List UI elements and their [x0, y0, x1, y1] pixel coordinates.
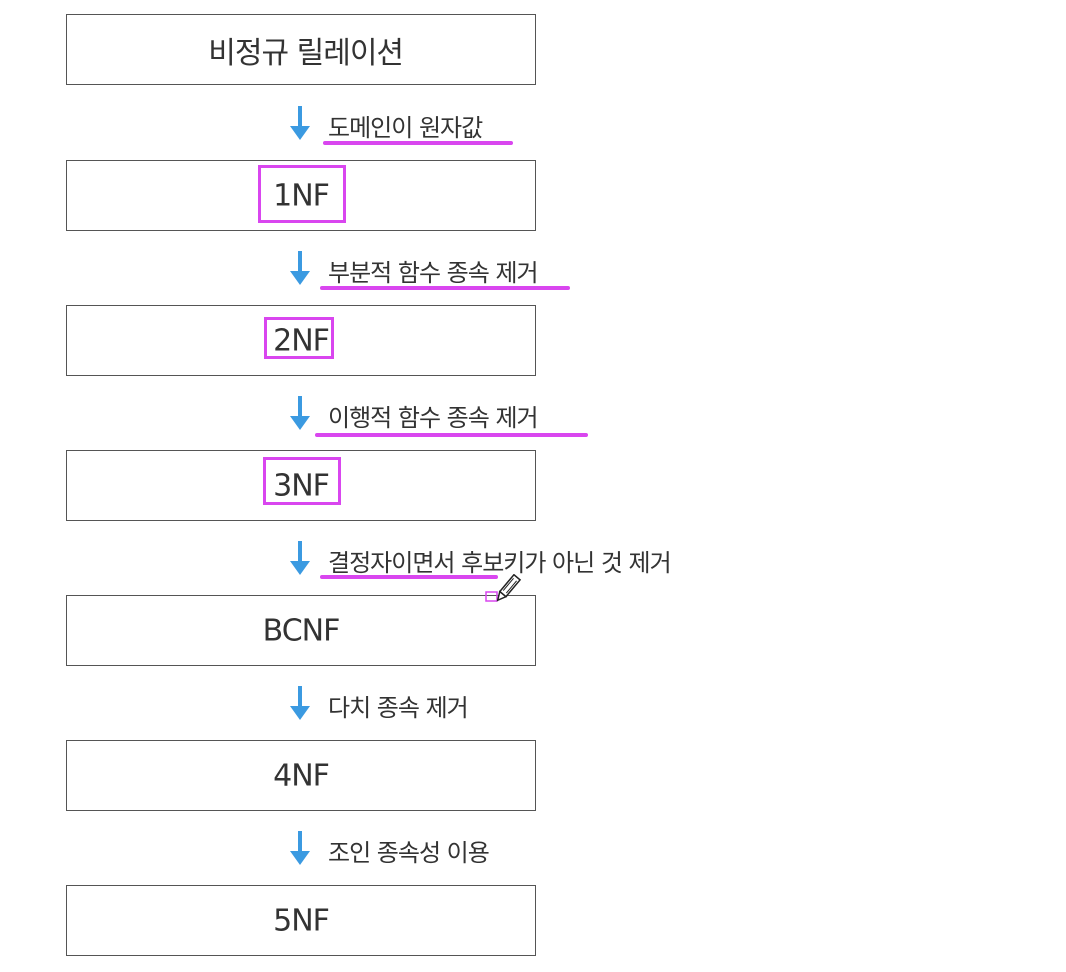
stage-box-4nf: 4NF	[66, 740, 536, 811]
stage-label: 5NF	[273, 903, 330, 938]
transition-label: 부분적 함수 종속 제거	[328, 259, 539, 287]
transition-label: 결정자이면서 후보키가 아닌 것 제거	[328, 549, 672, 577]
down-arrow-icon	[290, 251, 310, 285]
highlight-underline	[315, 433, 588, 437]
transition-label: 조인 종속성 이용	[328, 839, 490, 867]
stage-label: 2NF	[273, 323, 330, 358]
highlight-box-2nf	[264, 317, 334, 359]
highlight-box-1nf	[258, 165, 346, 223]
highlight-underline	[320, 575, 498, 579]
down-arrow-icon	[290, 686, 310, 720]
down-arrow-icon	[290, 541, 310, 575]
down-arrow-icon	[290, 396, 310, 430]
transition-label: 이행적 함수 종속 제거	[328, 404, 539, 432]
stage-box-bcnf: BCNF	[66, 595, 536, 666]
stage-label: 1NF	[273, 178, 330, 213]
highlight-box-3nf	[263, 457, 341, 505]
highlight-underline	[323, 141, 513, 145]
down-arrow-icon	[290, 831, 310, 865]
stage-label: 4NF	[273, 758, 330, 793]
highlight-underline	[320, 286, 570, 290]
stage-box-3nf: 3NF	[66, 450, 536, 521]
stage-box-1nf: 1NF	[66, 160, 536, 231]
pen-icon	[485, 574, 522, 602]
stage-box-5nf: 5NF	[66, 885, 536, 956]
down-arrow-icon	[290, 106, 310, 140]
stage-label: 비정규 릴레이션	[208, 35, 404, 71]
transition-label: 도메인이 원자값	[328, 114, 483, 142]
stage-box-unnormalized: 비정규 릴레이션	[66, 14, 536, 85]
stage-box-2nf: 2NF	[66, 305, 536, 376]
transition-label: 다치 종속 제거	[328, 694, 469, 722]
stage-label: BCNF	[262, 613, 341, 648]
stage-label: 3NF	[273, 468, 330, 503]
